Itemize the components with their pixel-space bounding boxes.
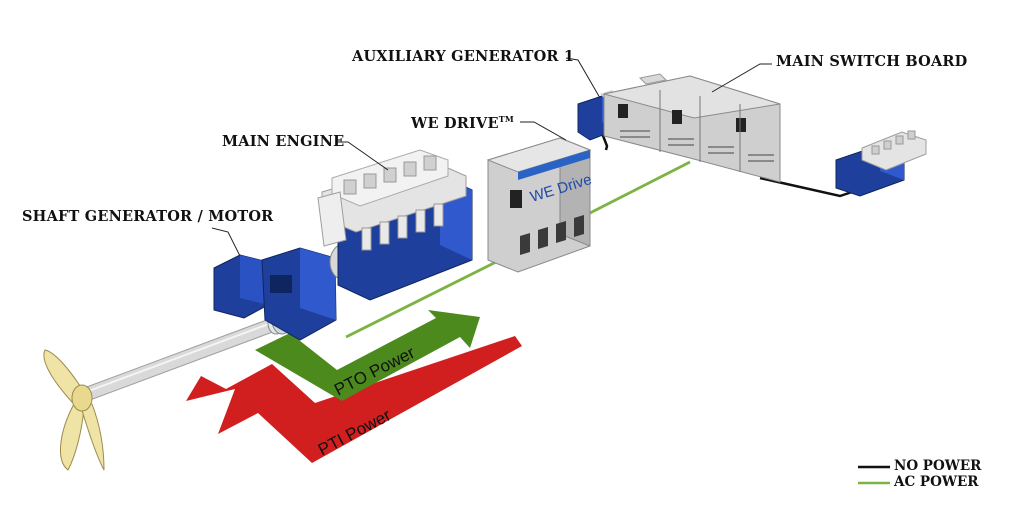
label-shaft-generator-motor: SHAFT GENERATOR / MOTOR	[22, 208, 274, 225]
generator-set-right	[835, 130, 927, 197]
pti-power-arrow	[186, 336, 522, 463]
pto-power-arrow	[255, 310, 480, 401]
label-auxiliary-generator-1: AUXILIARY GENERATOR 1	[352, 48, 575, 65]
propeller	[43, 349, 105, 471]
label-main-switch-board: MAIN SWITCH BOARD	[776, 53, 968, 70]
label-we-drive-text: WE DRIVE	[411, 114, 499, 132]
shaft-generator-motor	[213, 243, 359, 341]
main-engine	[317, 149, 473, 301]
legend-no-power-text: NO POWER	[894, 458, 982, 474]
main-switch-board	[603, 73, 781, 183]
label-we-drive: WE DRIVETM	[411, 114, 514, 132]
legend-ac-power-text: AC POWER	[894, 474, 979, 490]
leader-lines	[211, 57, 772, 257]
we-drive-cabinet: WE Drive	[486, 137, 594, 273]
label-main-engine: MAIN ENGINE	[222, 133, 345, 150]
ac-power-lines	[345, 160, 691, 339]
label-we-drive-tm: TM	[498, 114, 514, 124]
